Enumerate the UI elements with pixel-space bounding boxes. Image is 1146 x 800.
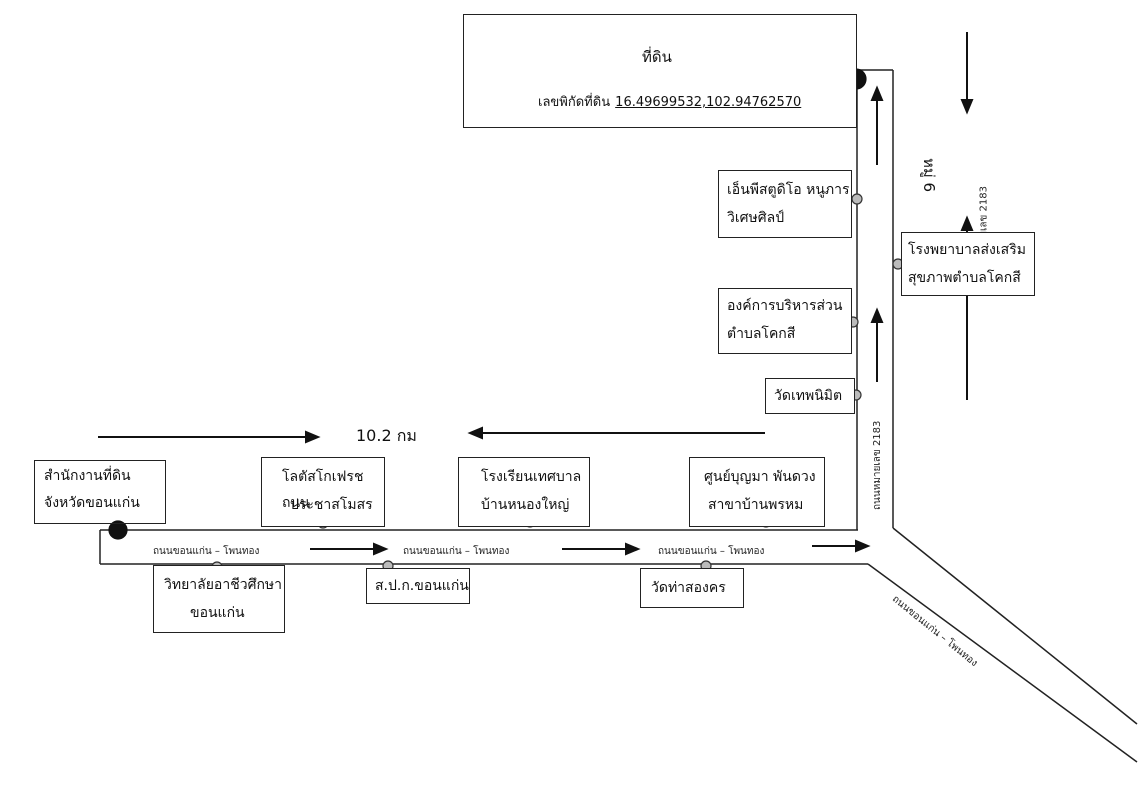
road-diagonal-edge: [867, 563, 1138, 763]
origin-label: สำนักงานที่ดิน จังหวัดขอนแก่น: [34, 460, 166, 524]
place-sao-line: องค์การบริหารส่วน: [727, 298, 843, 314]
land-coordinate: เลขพิกัดที่ดิน 16.49699532,102.94762570: [538, 91, 801, 112]
road-label-horizontal: ถนนขอนแก่น – โพนทอง: [658, 546, 765, 557]
place-studio-line: เอ็นพีสตูดิโอ หนูภาร: [727, 182, 850, 198]
origin-marker: [108, 520, 128, 540]
place-studio: เอ็นพีสตูดิโอ หนูภาร วิเศษศิลป์: [718, 170, 852, 238]
place-lotus: โลตัสโกเฟรช ถนน ประชาสโมสร: [261, 457, 385, 527]
place-bank: ศูนย์บุญมา พันดวง สาขาบ้านพรหม: [689, 457, 825, 527]
road-label-horizontal: ถนนขอนแก่น – โพนทอง: [153, 546, 260, 557]
place-sao: องค์การบริหารส่วน ตำบลโคกสี: [718, 288, 852, 354]
place-hospital-line: โรงพยาบาลส่งเสริม: [908, 242, 1026, 258]
arrow-head: [625, 542, 641, 556]
place-hospital: โรงพยาบาลส่งเสริม สุขภาพตำบลโคกสี: [901, 232, 1035, 296]
road-diagonal-edge: [892, 527, 1138, 725]
arrow-head: [960, 99, 974, 115]
place-bank-line: สาขาบ้านพรหม: [708, 497, 804, 513]
land-title: ที่ดิน: [642, 48, 672, 66]
arrow-head: [960, 215, 974, 231]
place-bank-line: ศูนย์บุญมา พันดวง: [704, 469, 816, 485]
coordinate-label: เลขพิกัดที่ดิน: [538, 95, 611, 110]
place-wat-thep-line: วัดเทพนิมิต: [774, 388, 843, 404]
arrow-head: [373, 542, 389, 556]
arrow-head: [467, 426, 483, 440]
place-school: โรงเรียนเทศบาล บ้านหนองใหญ่: [458, 457, 590, 527]
moo-label: หมู่ 6: [920, 158, 938, 193]
place-sao-line: ตำบลโคกสี: [727, 326, 796, 342]
place-college-line: วิทยาลัยอาชีวศึกษา: [164, 577, 283, 593]
arrow-head: [855, 539, 871, 553]
arrow-head: [870, 85, 884, 101]
place-college-line: ขอนแก่น: [190, 605, 245, 621]
place-studio-line: วิเศษศิลป์: [727, 210, 785, 226]
road-label-vertical: ถนนหมายเลข 2183: [872, 420, 883, 510]
origin-line: จังหวัดขอนแก่น: [44, 495, 140, 511]
road-label-horizontal: ถนนขอนแก่น – โพนทอง: [403, 546, 510, 557]
distance-label: 10.2 กม: [356, 426, 417, 445]
place-wat-tha: วัดท่าสองคร: [640, 568, 744, 608]
land-box: ที่ดิน เลขพิกัดที่ดิน 16.49699532,102.94…: [463, 14, 857, 128]
arrow-head: [870, 307, 884, 323]
place-school-line: บ้านหนองใหญ่: [481, 497, 570, 513]
arrow-head: [305, 430, 321, 444]
coordinate-value: 16.49699532,102.94762570: [615, 95, 802, 110]
place-spk-line: ส.ป.ก.ขอนแก่น: [375, 578, 469, 594]
place-lotus-line: โลตัสโกเฟรช ถนน: [282, 469, 364, 511]
place-spk: ส.ป.ก.ขอนแก่น: [366, 568, 470, 604]
origin-line: สำนักงานที่ดิน: [44, 468, 131, 484]
place-lotus-line: ประชาสโมสร: [290, 497, 373, 513]
place-hospital-line: สุขภาพตำบลโคกสี: [908, 270, 1021, 286]
place-wat-thep: วัดเทพนิมิต: [765, 378, 855, 414]
place-school-line: โรงเรียนเทศบาล: [481, 469, 582, 485]
place-college: วิทยาลัยอาชีวศึกษา ขอนแก่น: [153, 565, 285, 633]
place-marker: [851, 193, 863, 205]
place-wat-tha-line: วัดท่าสองคร: [651, 580, 726, 596]
